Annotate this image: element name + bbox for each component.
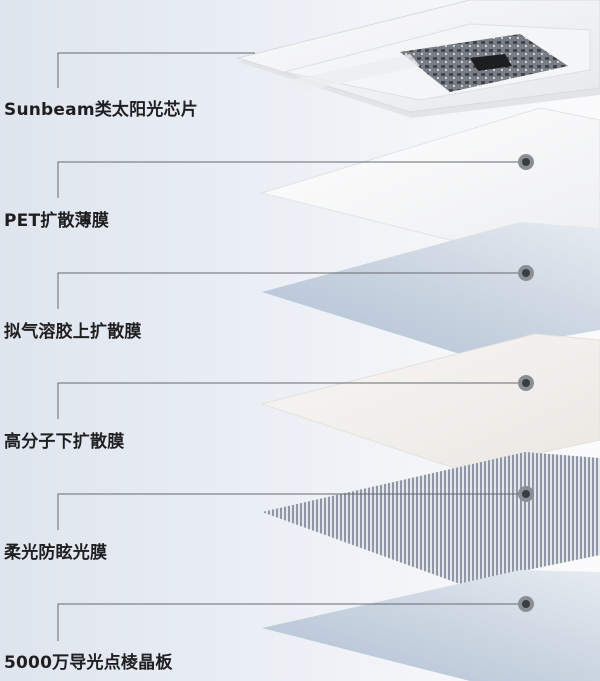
anti-glare-film-layer: [262, 452, 600, 584]
pet-film-layer: [260, 107, 600, 241]
layer-label-lower-diffusion-film: 高分子下扩散膜: [4, 432, 125, 452]
marker-dots: [518, 154, 534, 612]
prism-plate-layer: [262, 570, 600, 681]
lower-diffusion-film-layer: [260, 333, 600, 471]
layer-label-prism-plate: 5000万导光点棱晶板: [4, 653, 173, 673]
chip-panel-layer: [236, 0, 600, 118]
aerosol-film-layer: [262, 222, 600, 354]
layer-label-chip: Sunbeam类太阳光芯片: [4, 100, 198, 120]
leader-lines: [57, 52, 526, 641]
layer-label-pet-film: PET扩散薄膜: [4, 211, 110, 231]
layer-label-aerosol-film: 拟气溶胶上扩散膜: [4, 322, 142, 342]
layer-label-anti-glare-film: 柔光防眩光膜: [4, 543, 108, 563]
